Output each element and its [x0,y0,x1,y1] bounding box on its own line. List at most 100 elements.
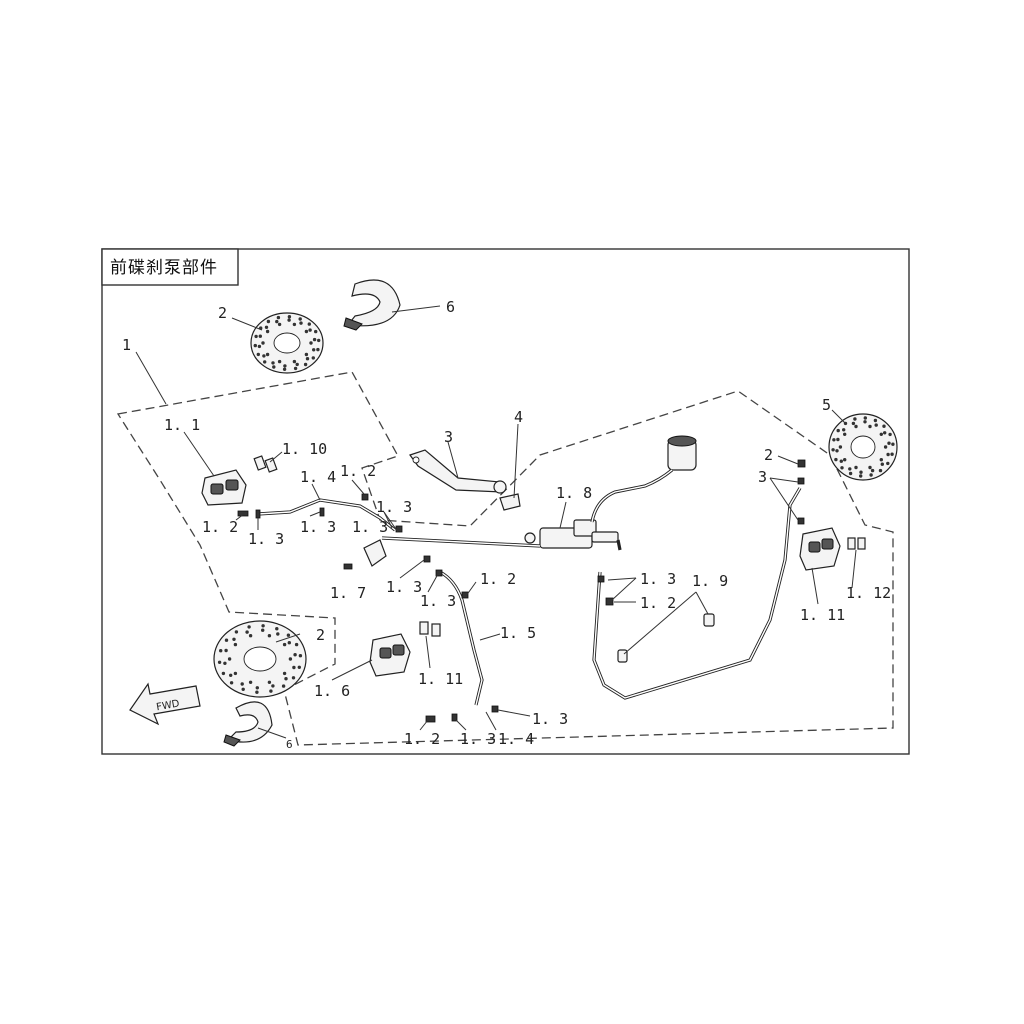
disc-hole [891,442,895,446]
disc-hole [282,367,287,371]
disc-hole [277,359,282,364]
label-1-10: 1. 10 [282,440,327,458]
disc-hole [276,632,280,636]
disc-hole [859,470,863,474]
disc-hole [292,322,297,327]
label-1-2-c: 1. 2 [480,570,516,588]
disc-hole [843,458,847,462]
label-1-3-i: 1. 3 [640,570,676,588]
disc-hole [219,649,223,653]
disc-hole [293,653,297,657]
disc-hole [287,318,291,322]
disc-hole [868,424,872,429]
disc-hole [832,438,836,442]
disc-hole [277,322,282,327]
label-1-3-g: 1. 3 [460,730,496,748]
disc-hole [254,334,258,339]
label-5: 5 [822,396,831,414]
disc-hole [287,315,292,319]
disc-hole [223,661,227,665]
label-1-2-b: 1. 2 [202,518,238,536]
label-1-12: 1. 12 [846,584,891,602]
disc-hole [851,421,856,426]
label-1-3-f: 1. 3 [420,592,456,610]
pedal-spring [499,493,521,511]
label-1-5: 1. 5 [500,624,536,642]
disc-hole [275,319,279,324]
label-1-3-a: 1. 3 [376,498,412,516]
disc-hole [316,347,320,352]
label-1-4-upper: 1. 4 [300,468,336,486]
disc-hole [240,682,244,686]
disc-guard-lower [223,701,273,747]
disc-hole [221,671,226,676]
brake-pedal [409,449,507,494]
disc-hole [859,474,863,478]
disc-hole [863,416,867,420]
part-labels: 1 2 2 2 3 3 4 5 6 6 1. 1 1. 10 1. 4 1. 2… [122,298,891,751]
disc-hole [247,625,251,629]
disc-hole [265,329,270,334]
disc-hole [317,338,321,343]
disc-hole [882,424,886,428]
disc-hole [292,359,297,364]
label-2-right: 2 [764,446,773,464]
assembly-outline [116,371,894,746]
disc-hole [261,624,265,628]
label-1-1: 1. 1 [164,416,200,434]
leader-lines [135,305,857,739]
label-4: 4 [514,408,523,426]
disc-hole [282,642,287,647]
disc-hole [295,362,299,367]
brake-line-rear [592,487,802,700]
diagram-title: 前碟刹泵部件 [110,258,218,278]
disc-hole [299,321,303,325]
disc-hole [304,352,309,357]
forward-arrow: FWD [129,682,201,726]
disc-hole [261,628,265,632]
disc-hole [262,354,266,358]
brake-hose-left-lower [439,570,484,706]
disc-hole [232,637,236,641]
label-6-lower: 6 [286,738,293,751]
disc-hole [863,420,867,424]
arrow-text: FWD [156,698,181,713]
label-1-3-d: 1. 3 [352,518,388,536]
disc-hole [245,630,249,634]
master-cylinder [524,519,619,549]
label-1-11-left: 1. 11 [418,670,463,688]
disc-hole [887,441,891,445]
disc-hole [253,343,257,348]
disc-hole [292,665,296,670]
caliper-upper-left [201,469,247,506]
disc-hole [284,677,288,681]
label-6-upper: 6 [446,298,455,316]
disc-hole [283,364,287,368]
disc-hole [287,641,291,645]
disc-hole [883,431,887,435]
disc-hole [224,638,229,642]
disc-hole [853,417,857,421]
label-2-upper: 2 [218,304,227,322]
disc-hole [233,642,238,647]
disc-hole [258,334,262,338]
disc-hole [265,352,270,357]
diagram-frame [101,248,910,755]
pad-clip-1-10 [253,455,278,473]
label-1-3-b: 1. 3 [248,530,284,548]
caliper-lower-left [369,633,411,677]
title-box [101,248,239,286]
disc-hole [840,466,844,470]
disc-hole [271,684,275,688]
disc-hole [890,452,894,456]
disc-hole [309,341,313,345]
disc-hole [835,449,839,453]
disc-hole [233,671,238,676]
disc-hole [227,657,232,661]
brake-disc-right [828,413,898,481]
disc-hole [255,690,259,694]
disc-hole [304,329,309,334]
disc-hole [879,458,883,462]
disc-hole [848,471,853,476]
disc-hole [267,634,272,638]
